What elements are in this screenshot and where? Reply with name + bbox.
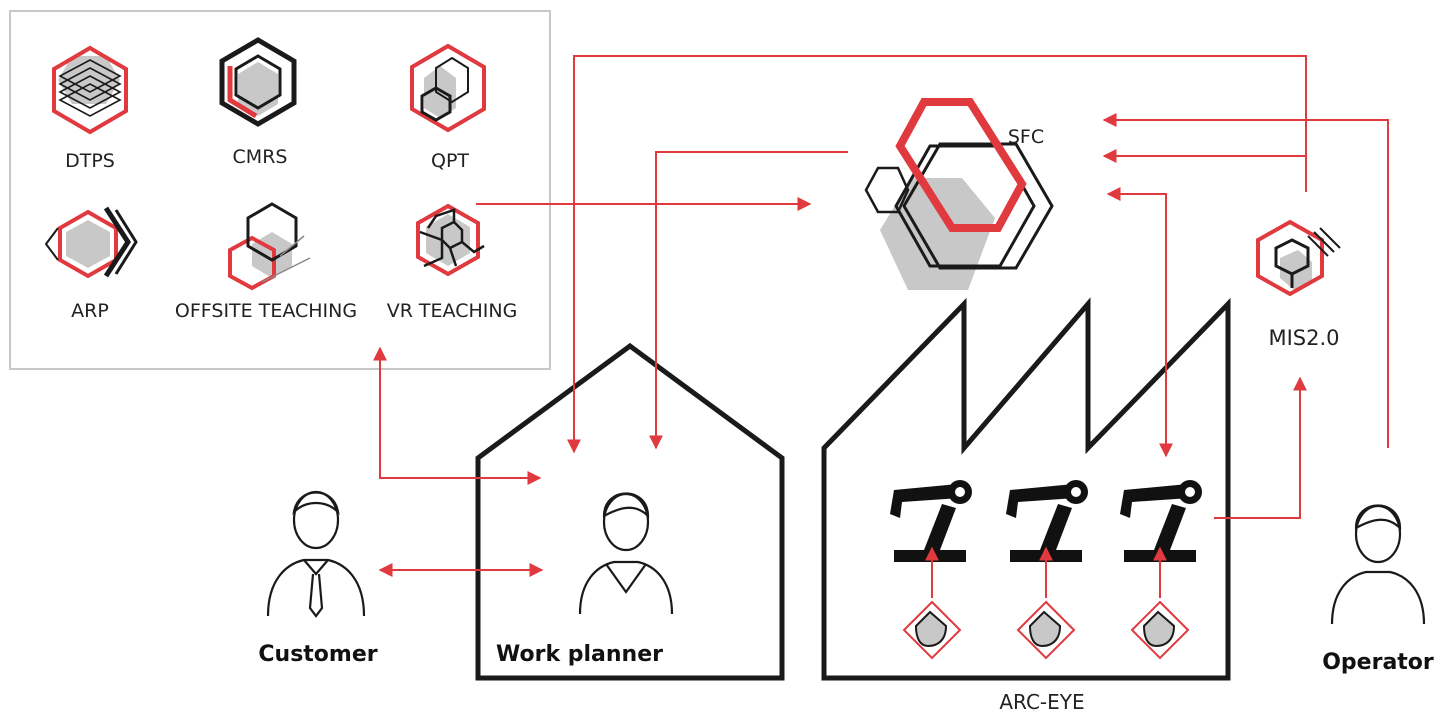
robot-arm-icon xyxy=(890,480,972,562)
work-planner-label: Work planner xyxy=(496,642,663,667)
vr-teaching-icon xyxy=(416,203,485,277)
cmrs-icon xyxy=(219,37,297,127)
dtps-label: DTPS xyxy=(65,150,115,172)
sensor-icon xyxy=(902,600,962,660)
work-planner-building xyxy=(475,342,785,681)
mis-icon xyxy=(1256,219,1341,297)
sensor-icon xyxy=(1016,600,1076,660)
sfc-label: SFC xyxy=(1007,126,1045,148)
connection-arrows xyxy=(373,55,1389,598)
arc-eye-factory xyxy=(821,297,1231,681)
offsite-teaching-icon xyxy=(228,202,311,291)
mis-label: MIS2.0 xyxy=(1268,326,1340,350)
offsite-teaching-label: OFFSITE TEACHING xyxy=(174,300,358,322)
cmrs-label: CMRS xyxy=(232,146,288,168)
qpt-label: QPT xyxy=(430,150,470,172)
operator-person-icon xyxy=(1330,504,1426,625)
work-planner-person-icon xyxy=(578,492,674,615)
arp-label: ARP xyxy=(71,300,109,322)
arp-icon xyxy=(44,206,138,279)
sfc-icon xyxy=(864,98,1054,290)
vr-teaching-label: VR TEACHING xyxy=(386,300,518,322)
customer-label: Customer xyxy=(258,642,378,667)
operator-label: Operator xyxy=(1322,650,1434,675)
customer-person-icon xyxy=(266,490,366,618)
arc-eye-label: ARC-EYE xyxy=(999,690,1085,714)
qpt-icon xyxy=(410,43,486,133)
dtps-icon xyxy=(52,45,128,135)
sensor-icon xyxy=(1130,600,1190,660)
